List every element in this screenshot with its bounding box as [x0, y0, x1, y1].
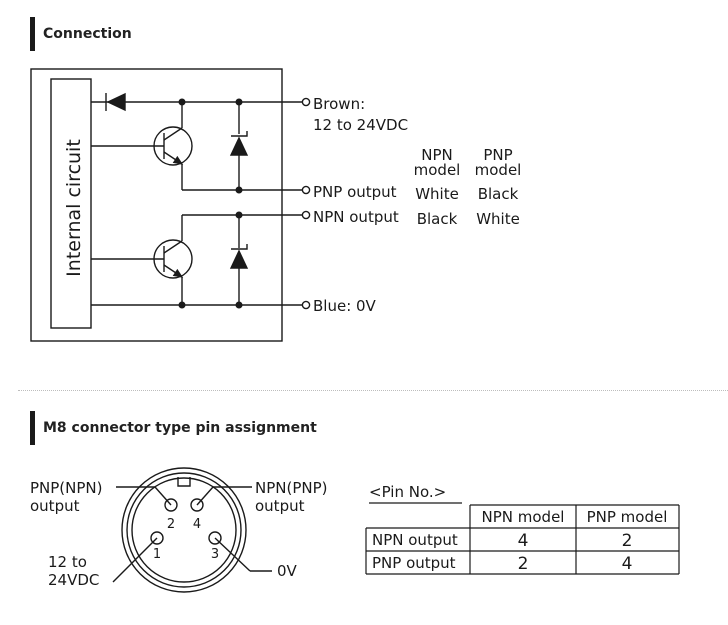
connection-section-title: Connection [43, 26, 132, 42]
pin2-output-label: PNP(NPN) [30, 479, 103, 497]
zener-diode-icon [229, 215, 249, 305]
pin1-supply-label: 12 to [48, 553, 87, 571]
pin-number-heading: <Pin No.> [369, 483, 446, 501]
pnp-output-npn-color: White [415, 185, 459, 203]
pin-2-number: 2 [167, 517, 175, 532]
sensor-outline [30, 68, 283, 342]
pin1-supply-label-sub: 24VDC [48, 571, 99, 589]
pin3-ground-label: 0V [277, 562, 298, 580]
npn-transistor-icon [91, 215, 193, 305]
brown-voltage-label: 12 to 24VDC [313, 116, 408, 134]
pin-1-number: 1 [153, 547, 161, 562]
table-header-npn-model: NPN model [482, 508, 565, 526]
npn-output-label: NPN output [313, 208, 399, 226]
npn-output-pnp-color: White [476, 210, 520, 228]
diode-icon [105, 92, 126, 112]
npn-model-header: NPN [421, 146, 453, 164]
pnp-transistor-icon [91, 102, 193, 190]
section-accent-bar [30, 411, 35, 445]
table-row-label: PNP output [372, 554, 456, 572]
pin4-output-label: NPN(PNP) [255, 479, 328, 497]
connection-section-header: Connection [30, 17, 132, 51]
table-cell: 2 [622, 531, 633, 551]
pnp-model-header-sub: model [475, 161, 522, 179]
pin-3-contact [208, 531, 222, 545]
table-cell: 4 [622, 554, 633, 574]
pin4-output-label-sub: output [255, 497, 305, 515]
section-divider [18, 390, 728, 391]
table-cell: 4 [518, 531, 529, 551]
pin-4-contact [190, 498, 204, 512]
pnp-output-pnp-color: Black [478, 185, 519, 203]
table-header-pnp-model: PNP model [587, 508, 668, 526]
npn-output-npn-color: Black [417, 210, 458, 228]
pin-table [365, 504, 680, 575]
table-row-label: NPN output [372, 531, 458, 549]
m8-section-title: M8 connector type pin assignment [43, 420, 317, 436]
pin2-output-label-sub: output [30, 497, 80, 515]
pnp-output-label: PNP output [313, 183, 397, 201]
pin-2-contact [164, 498, 178, 512]
m8-connector-face [112, 467, 272, 593]
npn-model-header-sub: model [414, 161, 461, 179]
internal-circuit-box [50, 78, 92, 329]
blue-wire-label: Blue: 0V [313, 297, 377, 315]
m8-section-header: M8 connector type pin assignment [30, 411, 317, 445]
brown-wire-label: Brown: [313, 95, 365, 113]
section-accent-bar [30, 17, 35, 51]
pnp-model-header: PNP [483, 146, 512, 164]
zener-diode-icon [229, 102, 249, 190]
table-cell: 2 [518, 554, 529, 574]
pin-3-number: 3 [211, 547, 219, 562]
internal-circuit-label: Internal circuit [63, 139, 85, 277]
wiring-diagram [30, 68, 311, 342]
pin-1-contact [150, 531, 164, 545]
pin-4-number: 4 [193, 517, 201, 532]
